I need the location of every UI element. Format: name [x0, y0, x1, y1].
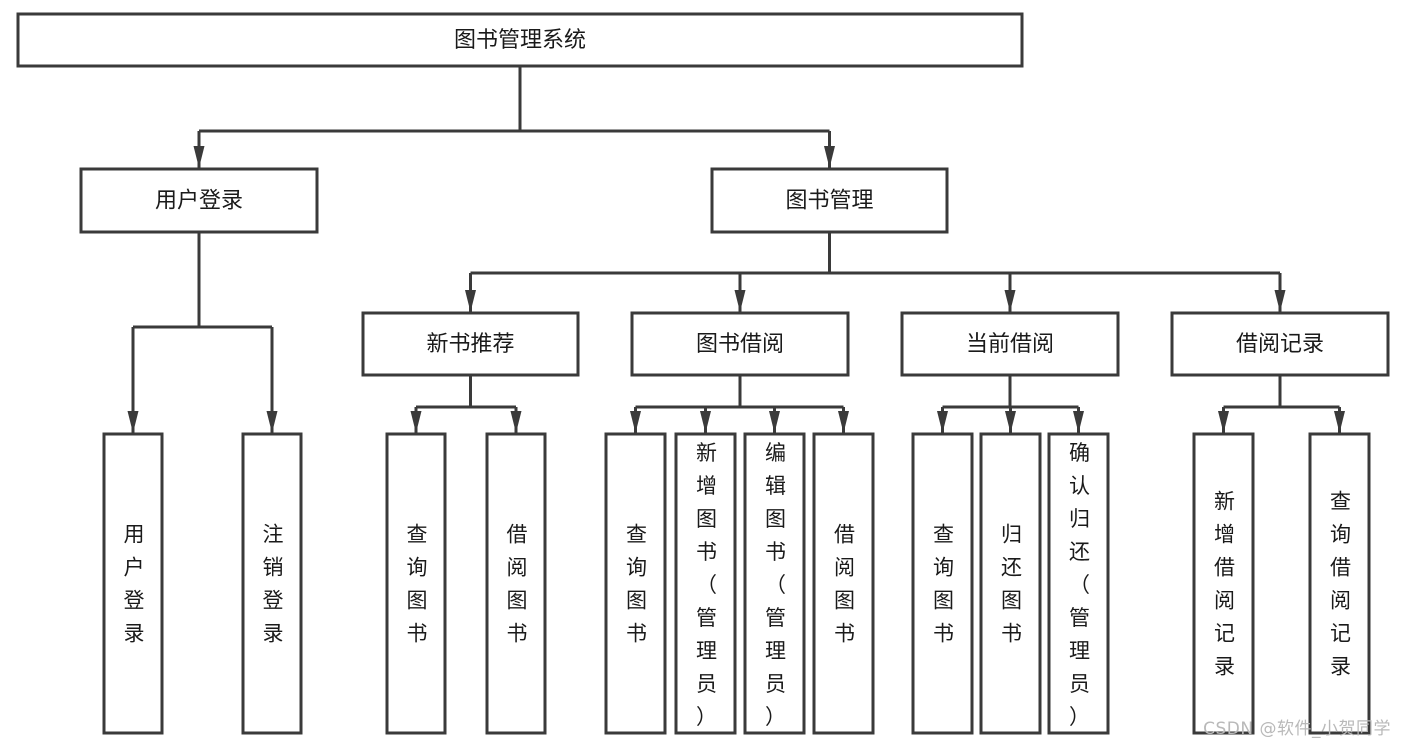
arrow-head-icon: [1274, 290, 1286, 312]
arrow-head-icon: [1004, 290, 1016, 312]
node-user-login[interactable]: 用户登录: [79, 167, 319, 234]
arrow-head-icon: [510, 411, 522, 433]
connectors-layer: [127, 66, 1345, 433]
arrow-head-icon: [824, 146, 835, 168]
node-borrow-record[interactable]: 借阅记录: [1170, 311, 1390, 377]
node-label: 编辑图书（管理员）: [765, 441, 786, 729]
arrow-head-icon: [1334, 411, 1345, 433]
watermark-text: CSDN @软件_小贺同学: [1203, 719, 1391, 739]
node-label: 用户登录: [155, 189, 243, 214]
node-label: 查询图书: [626, 523, 647, 646]
node-label: 图书管理: [785, 189, 873, 214]
arrow-head-icon: [410, 411, 422, 433]
node-label: 图书管理系统: [454, 28, 586, 53]
node-box: [102, 432, 164, 735]
node-label: 归还图书: [1001, 523, 1022, 646]
node-box: [1308, 432, 1371, 735]
node-box: [710, 167, 949, 234]
node-box: [485, 432, 547, 735]
node-box: [1192, 432, 1255, 735]
node-label: 用户登录: [124, 523, 145, 646]
node-root[interactable]: 图书管理系统: [16, 12, 1024, 68]
node-box: [241, 432, 303, 735]
node-box: [900, 311, 1120, 377]
node-box: [1170, 311, 1390, 377]
node-box: [911, 432, 974, 735]
nodes-layer: 图书管理系统用户登录图书管理用户登录注销登录新书推荐图书借阅当前借阅借阅记录查询…: [16, 12, 1390, 735]
node-edit-book[interactable]: 编辑图书（管理员）: [743, 432, 806, 735]
arrow-head-icon: [937, 411, 948, 433]
node-box: [1047, 432, 1110, 735]
node-query-borrow-record[interactable]: 查询借阅记录: [1308, 432, 1371, 735]
node-box: [361, 311, 580, 377]
arrow-head-icon: [127, 411, 139, 433]
node-label: 借阅记录: [1236, 332, 1324, 357]
node-user-login-leaf[interactable]: 用户登录: [102, 432, 164, 735]
arrow-head-icon: [266, 411, 278, 433]
arrow-head-icon: [838, 411, 849, 433]
node-label: 查询图书: [407, 523, 428, 646]
arrow-head-icon: [700, 411, 711, 433]
node-box: [385, 432, 447, 735]
node-new-book-recommend[interactable]: 新书推荐: [361, 311, 580, 377]
node-label: 借阅图书: [507, 523, 528, 646]
node-borrow-book-2[interactable]: 借阅图书: [812, 432, 875, 735]
node-box: [812, 432, 875, 735]
node-query-book-3[interactable]: 查询图书: [911, 432, 974, 735]
node-box: [604, 432, 667, 735]
arrow-head-icon: [1218, 411, 1229, 433]
node-label: 新书推荐: [426, 332, 514, 357]
arrow-head-icon: [465, 290, 476, 312]
node-label: 注销登录: [263, 523, 284, 646]
node-box: [16, 12, 1024, 68]
node-label: 查询图书: [933, 523, 954, 646]
node-user-logout-leaf[interactable]: 注销登录: [241, 432, 303, 735]
node-label: 当前借阅: [966, 332, 1054, 357]
node-add-book[interactable]: 新增图书（管理员）: [674, 432, 737, 735]
node-add-borrow-record[interactable]: 新增借阅记录: [1192, 432, 1255, 735]
node-label: 图书借阅: [696, 332, 784, 357]
arrow-head-icon: [1005, 411, 1016, 433]
node-box: [674, 432, 737, 735]
arrow-head-icon: [734, 290, 746, 312]
node-label: 新增借阅记录: [1214, 490, 1235, 679]
node-book-management[interactable]: 图书管理: [710, 167, 949, 234]
node-borrow-book-1[interactable]: 借阅图书: [485, 432, 547, 735]
node-box: [743, 432, 806, 735]
node-query-book-2[interactable]: 查询图书: [604, 432, 667, 735]
node-box: [630, 311, 850, 377]
arrow-head-icon: [630, 411, 641, 433]
node-label: 新增图书（管理员）: [696, 441, 717, 729]
node-current-borrow[interactable]: 当前借阅: [900, 311, 1120, 377]
arrow-head-icon: [1073, 411, 1084, 433]
node-label: 确认归还（管理员）: [1069, 441, 1090, 729]
node-book-borrow[interactable]: 图书借阅: [630, 311, 850, 377]
node-query-book-1[interactable]: 查询图书: [385, 432, 447, 735]
node-label: 借阅图书: [834, 523, 855, 646]
arrow-head-icon: [769, 411, 780, 433]
node-box: [979, 432, 1042, 735]
node-confirm-return[interactable]: 确认归还（管理员）: [1047, 432, 1110, 735]
node-box: [79, 167, 319, 234]
arrow-head-icon: [193, 146, 205, 168]
node-label: 查询借阅记录: [1330, 490, 1351, 679]
node-return-book[interactable]: 归还图书: [979, 432, 1042, 735]
